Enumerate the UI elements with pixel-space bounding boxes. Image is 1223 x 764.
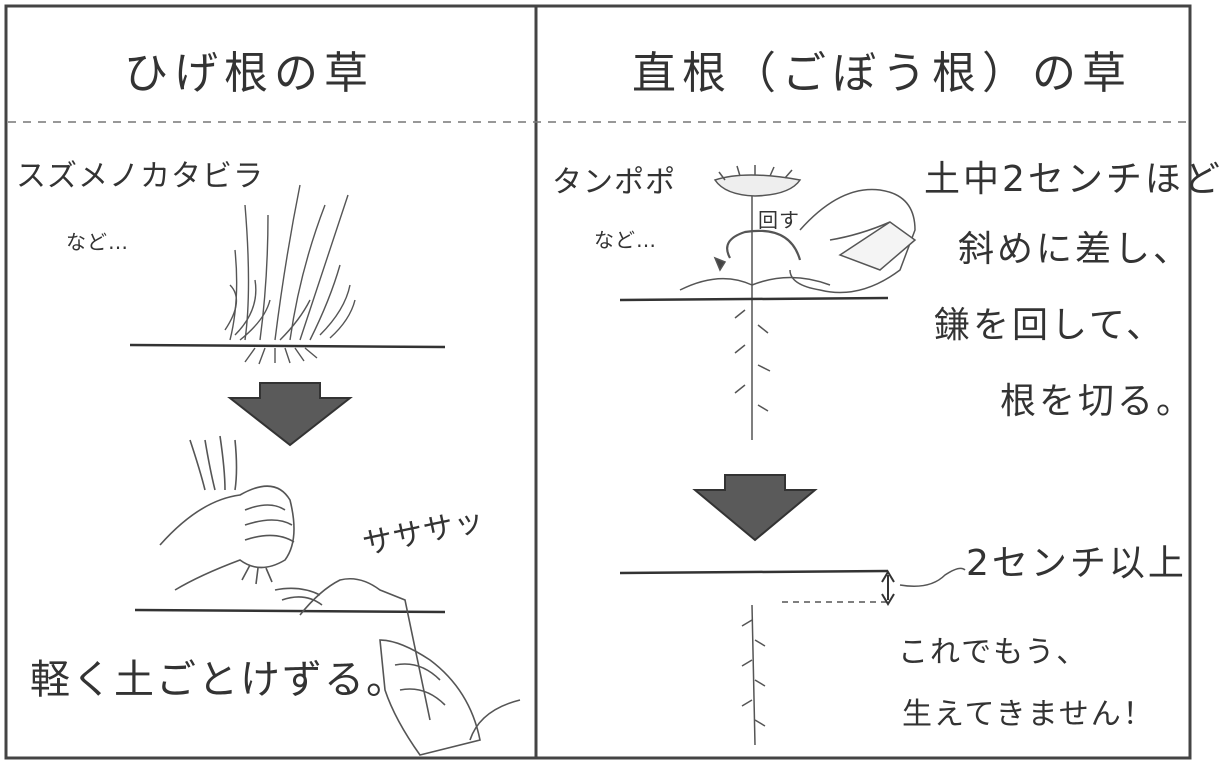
hand-hoeing-drawing — [134, 435, 521, 756]
down-arrow-left — [227, 382, 353, 447]
dandelion-drawing — [619, 165, 917, 440]
down-arrow-right — [692, 474, 818, 542]
fibrous-grass-drawing — [129, 184, 446, 365]
instruction-line-1: 土中2センチほど — [924, 159, 1223, 200]
right-panel-title: 直根（ごぼう根）の草 — [632, 48, 1132, 99]
result-line-2: 生えてきません！ — [902, 697, 1155, 732]
left-panel-title: ひげ根の草 — [124, 48, 374, 99]
right-etc-label: など… — [594, 228, 657, 252]
frame-border — [4, 4, 1192, 760]
illustration-canvas — [4, 4, 1192, 760]
cut-root-drawing — [619, 567, 966, 746]
left-etc-label: など… — [66, 230, 129, 254]
instruction-line-4: 根を切る。 — [1000, 381, 1196, 422]
left-example-label: スズメノカタビラ — [16, 159, 264, 194]
instruction-line-2: 斜めに差し、 — [958, 229, 1193, 270]
right-example-label: タンポポ — [552, 165, 676, 200]
result-line-1: これでもう、 — [898, 635, 1089, 670]
depth-label: 2センチ以上 — [966, 543, 1187, 584]
instruction-line-3: 鎌を回して、 — [934, 305, 1166, 346]
illustration-page: ひげ根の草 スズメノカタビラ など… サササッ 軽く土ごとけずる。 直根（ごぼう… — [4, 4, 1220, 760]
rotate-label: 回す — [758, 208, 800, 232]
left-caption: 軽く土ごとけずる。 — [30, 657, 408, 703]
